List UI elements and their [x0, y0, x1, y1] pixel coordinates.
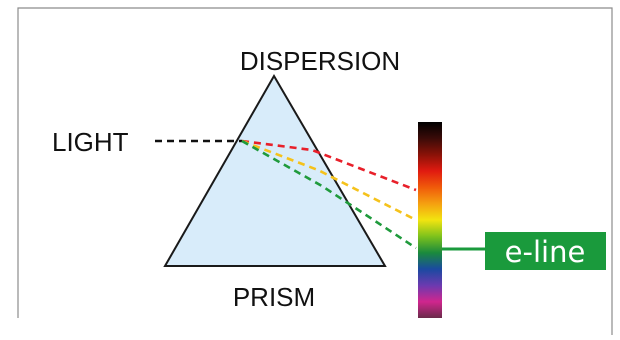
- frame-border: [17, 7, 613, 335]
- prism-label: PRISM: [233, 282, 315, 312]
- light-label: LIGHT: [52, 127, 129, 157]
- e-line-tag-background: [485, 232, 606, 270]
- red-ray: [241, 139, 417, 192]
- e-line-tag: e-line: [505, 235, 586, 269]
- title-label: DISPERSION: [240, 46, 400, 76]
- yellow-ray: [241, 139, 417, 222]
- color-spectrum-bar: [418, 122, 442, 318]
- prism-triangle: [163, 74, 387, 267]
- green-ray: [241, 139, 417, 250]
